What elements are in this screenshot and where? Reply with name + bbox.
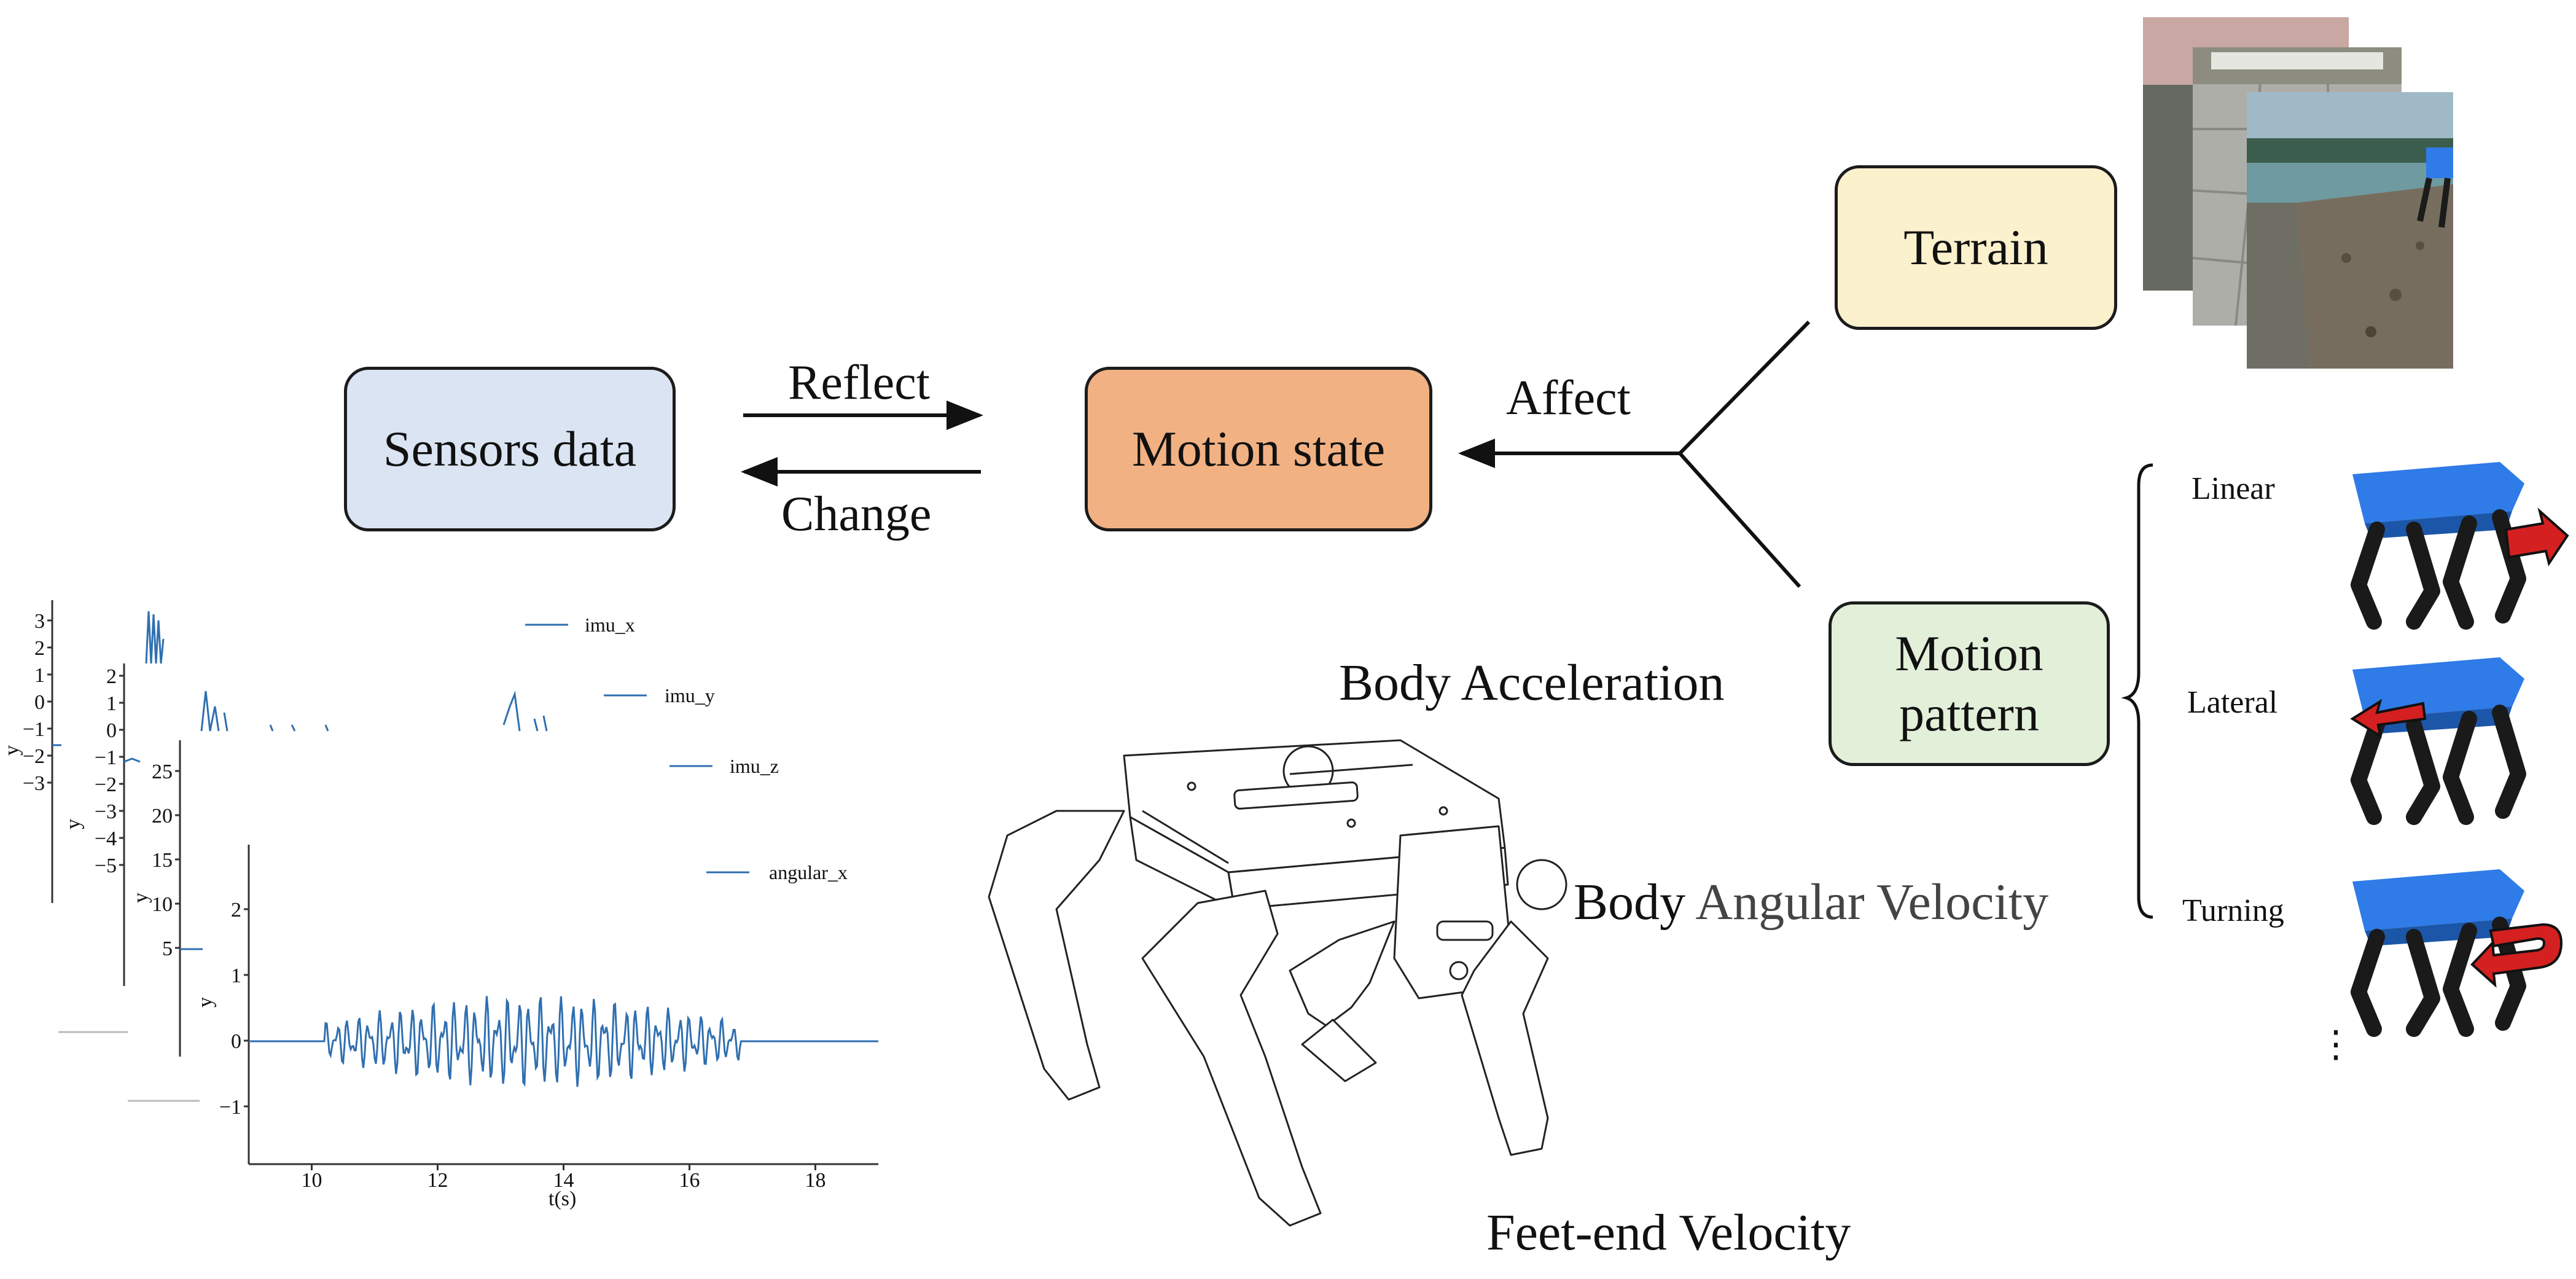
more-patterns-ellipsis: ⋮: [2317, 1024, 2354, 1065]
body-acceleration-label: Body Acceleration: [1339, 654, 1725, 711]
x-tick-label: 12: [427, 1169, 448, 1192]
y-tick-label: 20: [152, 805, 173, 827]
sensors-data-box: Sensors data: [344, 367, 676, 531]
pattern-brace: [2121, 463, 2153, 919]
terrain-photos: [2143, 17, 2453, 369]
angular-x-ylabel: y: [194, 997, 217, 1007]
y-tick-label: −3: [95, 800, 117, 823]
imu-z-legend: imu_z: [730, 755, 779, 777]
y-tick-label: −2: [23, 745, 45, 768]
imu-x-legend: imu_x: [585, 614, 635, 636]
imu-y-legend: imu_y: [665, 684, 715, 706]
y-tick-label: 1: [231, 964, 241, 987]
chart-imu-x: y 3 2 1 0 −1 −2 −3 imu_x: [1, 600, 635, 903]
body-word: Body: [1574, 874, 1686, 931]
motion-pattern-label: Motion pattern: [1895, 625, 2043, 741]
change-label: Change: [781, 487, 932, 541]
terrain-box: Terrain: [1835, 165, 2117, 330]
angular-velocity-word: Angular Velocity: [1695, 874, 2049, 931]
motion-state-box: Motion state: [1085, 367, 1432, 531]
pattern-lateral-label: Lateral: [2187, 685, 2278, 720]
sensors-data-label: Sensors data: [383, 420, 637, 477]
lateral-robot-image: [2350, 657, 2526, 825]
terrain-branch-line: [1678, 320, 1811, 455]
y-tick-label: 2: [106, 665, 117, 688]
angular-x-xlabel: t(s): [548, 1187, 576, 1210]
x-tick-label: 18: [805, 1169, 826, 1192]
y-tick-label: 5: [162, 937, 173, 960]
y-tick-label: 15: [152, 849, 173, 872]
imu-x-signal: [52, 611, 165, 746]
linear-robot-image: [2351, 462, 2569, 630]
y-tick-label: 25: [152, 761, 173, 783]
imu-z-ylabel: y: [130, 893, 152, 903]
y-tick-label: −5: [95, 855, 117, 877]
y-tick-label: −1: [219, 1096, 241, 1119]
angular-x-signal: [249, 996, 878, 1087]
x-tick-label: 16: [679, 1169, 700, 1192]
feet-end-velocity-label: Feet-end Velocity: [1486, 1204, 1851, 1261]
y-tick-label: 0: [106, 719, 117, 742]
turning-robot-image: [2351, 869, 2563, 1037]
y-tick-label: 1: [34, 664, 45, 687]
angular-x-legend: angular_x: [769, 861, 848, 883]
x-tick-label: 10: [302, 1169, 322, 1192]
robot-line-art: [988, 739, 1567, 1227]
body-angular-velocity-label: Body Angular Velocity: [1574, 872, 2048, 932]
chart-imu-y: y 210−1−2−3−4−5 imu_y: [58, 663, 715, 1033]
pattern-linear-label: Linear: [2192, 471, 2275, 506]
y-tick-label: 2: [34, 637, 45, 660]
y-tick-label: 1: [106, 692, 117, 715]
y-tick-label: −1: [23, 718, 45, 741]
pattern-branch-line: [1678, 452, 1801, 589]
imu-y-ylabel: y: [62, 819, 85, 829]
reflect-label: Reflect: [788, 356, 930, 410]
y-tick-label: −4: [95, 827, 117, 850]
motion-pattern-box: Motion pattern: [1829, 601, 2110, 766]
y-tick-label: 3: [34, 610, 45, 633]
imu-x-ylabel: y: [1, 745, 23, 756]
affect-label: Affect: [1506, 371, 1631, 425]
x-tick-label: 14: [553, 1169, 574, 1192]
motion-state-label: Motion state: [1131, 420, 1386, 477]
y-tick-label: 0: [34, 691, 45, 714]
terrain-label: Terrain: [1903, 219, 2048, 275]
y-tick-label: −2: [95, 773, 117, 796]
imu-y-signal: [123, 690, 548, 763]
y-tick-label: 10: [152, 893, 173, 916]
y-tick-label: −1: [95, 746, 117, 769]
y-tick-label: −3: [23, 772, 45, 795]
y-tick-label: 0: [231, 1030, 241, 1053]
y-tick-label: 2: [231, 899, 241, 921]
pattern-turning-label: Turning: [2182, 893, 2284, 928]
